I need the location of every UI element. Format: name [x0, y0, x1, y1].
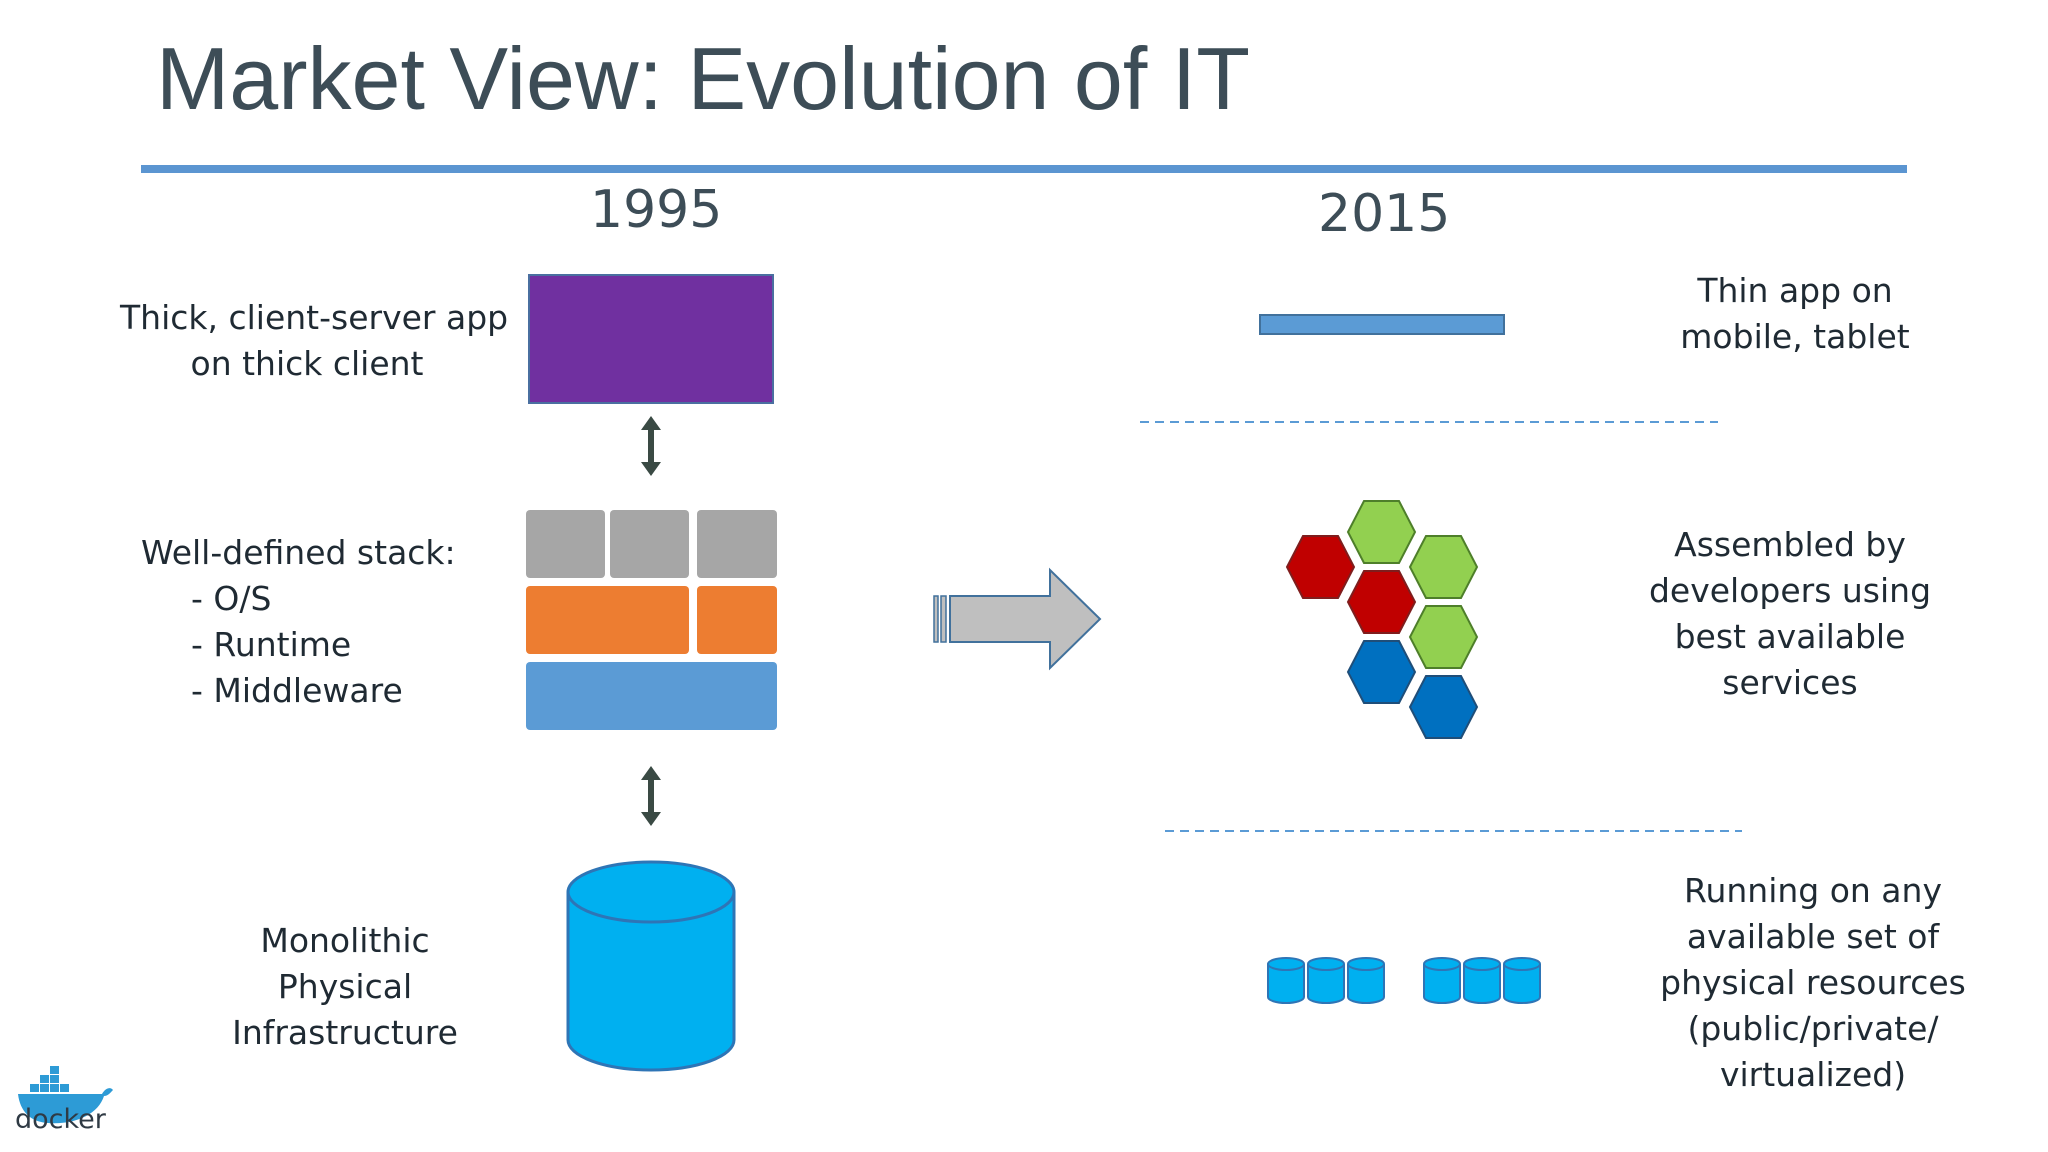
evolution-arrow [933, 567, 1102, 671]
thick-client-app-block [528, 274, 774, 404]
stack-item-runtime: - Runtime [191, 625, 352, 664]
stack-runtime-layer [526, 586, 777, 654]
stack-os-layer [526, 510, 777, 578]
thick-client-label: Thick, client-server app on thick client [120, 295, 509, 387]
infrastructure-label-line-1: Monolithic [260, 921, 430, 960]
thick-client-label-line-2: on thick client [190, 344, 424, 383]
resource-cylinders-group-2 [1423, 957, 1541, 1004]
services-label-line-1: Assembled by [1674, 525, 1906, 564]
small-cylinder [1463, 957, 1501, 1004]
hexagon-blue-1 [1346, 640, 1417, 704]
infrastructure-label-line-3: Infrastructure [232, 1013, 458, 1052]
year-1995: 1995 [590, 180, 723, 240]
thick-client-label-line-1: Thick, client-server app [120, 298, 509, 337]
thin-app-label: Thin app on mobile, tablet [1660, 268, 1930, 360]
hexagon-green-2 [1408, 535, 1479, 599]
small-cylinder [1503, 957, 1541, 1004]
services-label-line-2: developers using [1648, 571, 1932, 610]
stack-runtime-block-2 [697, 586, 777, 654]
resources-label-line-3: physical resources [1660, 963, 1966, 1002]
hexagon-red-2 [1346, 570, 1417, 634]
thin-app-label-line-2: mobile, tablet [1680, 317, 1910, 356]
services-hexagon-cluster [1285, 500, 1479, 739]
stack-label: Well-defined stack: - O/S - Runtime - Mi… [141, 530, 456, 714]
stack-os-block-2 [610, 510, 689, 578]
services-label: Assembled by developers using best avail… [1640, 522, 1940, 706]
resources-label: Running on any available set of physical… [1650, 868, 1976, 1098]
hexagon-green-3 [1408, 605, 1479, 669]
double-arrow-app-stack [641, 416, 661, 476]
docker-whale-icon [18, 1066, 113, 1124]
thin-app-bar [1259, 314, 1505, 335]
infrastructure-label: Monolithic Physical Infrastructure [220, 918, 470, 1056]
small-cylinder [1307, 957, 1345, 1004]
services-label-line-3: best available [1674, 617, 1906, 656]
thin-app-label-line-1: Thin app on [1697, 271, 1893, 310]
resource-cylinders-group-1 [1267, 957, 1385, 1004]
stack-item-middleware: - Middleware [191, 671, 403, 710]
stack-runtime-block-1 [526, 586, 689, 654]
hexagon-blue-2 [1408, 675, 1479, 739]
resources-label-line-2: available set of [1686, 917, 1940, 956]
hexagon-red-1 [1285, 535, 1356, 599]
small-cylinder [1347, 957, 1385, 1004]
stack-heading: Well-defined stack: [141, 533, 456, 572]
resources-label-line-5: virtualized) [1719, 1055, 1907, 1094]
year-2015: 2015 [1318, 184, 1451, 244]
stack-middleware-block [526, 662, 777, 730]
resources-label-line-1: Running on any [1684, 871, 1942, 910]
double-arrow-stack-infra [641, 766, 661, 826]
small-cylinder [1423, 957, 1461, 1004]
hexagon-green-1 [1346, 500, 1417, 564]
stack-os-block-1 [526, 510, 605, 578]
docker-logo-text: docker [15, 1104, 106, 1135]
stack-os-block-3 [697, 510, 777, 578]
services-label-line-4: services [1722, 663, 1858, 702]
slide-title: Market View: Evolution of IT [156, 29, 1250, 128]
infrastructure-label-line-2: Physical [277, 967, 413, 1006]
small-cylinder [1267, 957, 1305, 1004]
title-underline [141, 165, 1907, 173]
resources-label-line-4: (public/private/ [1687, 1009, 1939, 1048]
stack-item-os: - O/S [191, 579, 272, 618]
monolithic-database-cylinder [566, 860, 736, 1072]
